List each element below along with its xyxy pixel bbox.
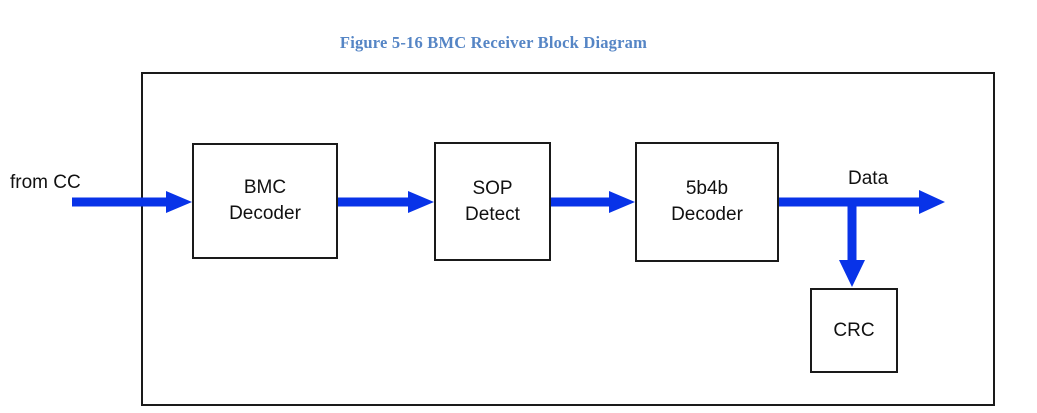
block-5b4b-decoder-line-2: Decoder [671, 204, 743, 225]
diagram-container [141, 72, 995, 406]
figure-title: Figure 5-16 BMC Receiver Block Diagram [339, 33, 648, 52]
block-sop-detect-line-1: SOP [472, 177, 513, 199]
block-crc: CRC [810, 288, 898, 373]
block-5b4b-decoder-line-1: 5b4b [685, 178, 729, 200]
block-sop-detect-line-2: Detect [465, 203, 520, 225]
block-bmc-decoder: BMC Decoder [192, 143, 338, 259]
label-input-from-cc: from CC [10, 172, 81, 193]
block-bmc-decoder-line-1: BMC [243, 177, 287, 199]
block-crc-line-1: CRC [833, 319, 875, 341]
block-sop-detect: SOP Detect [434, 142, 551, 261]
block-bmc-decoder-line-2: Decoder [229, 203, 301, 224]
block-5b4b-decoder: 5b4b Decoder [635, 142, 779, 262]
label-output-data: Data [848, 168, 889, 189]
